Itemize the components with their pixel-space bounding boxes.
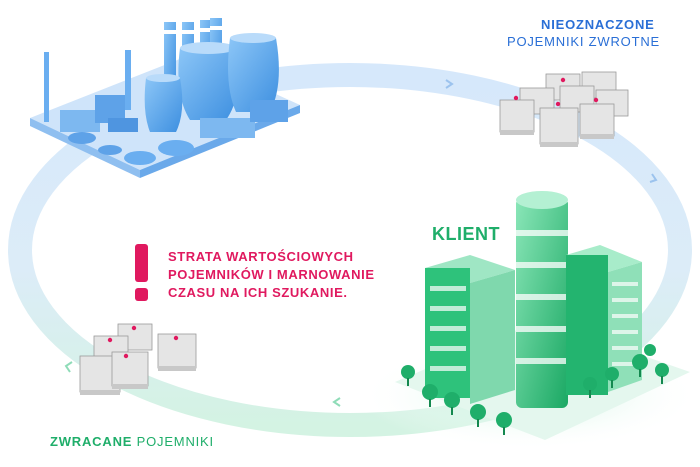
unmarked-label-rest: POJEMNIKI ZWROTNE: [507, 34, 660, 49]
arrow-chevron: [64, 361, 73, 373]
cycle-ring: [8, 63, 692, 437]
arrow-chevron: [649, 173, 658, 183]
arrow-chevron: [445, 79, 454, 89]
cycle-arrows: [64, 79, 658, 407]
warning-line: STRATA WARTOŚCIOWYCH: [168, 249, 354, 264]
city-buildings-illustration: [360, 191, 700, 450]
ibc-container-stack: [79, 323, 197, 395]
warning-line: CZASU NA ICH SZUKANIE.: [168, 285, 348, 300]
client-label: KLIENT: [432, 224, 500, 244]
returned-containers-label: ZWRACANE POJEMNIKI: [50, 434, 214, 449]
returned-label-rest: POJEMNIKI: [136, 434, 214, 449]
warning-line: POJEMNIKÓW I MARNOWANIE: [168, 267, 375, 282]
returned-label-bold: ZWRACANE: [50, 434, 133, 449]
factory-illustration: [30, 18, 300, 178]
arrow-chevron: [332, 397, 341, 407]
warning-text: STRATA WARTOŚCIOWYCH POJEMNIKÓW I MARNOW…: [168, 248, 428, 302]
warning-exclamation-icon: [132, 244, 152, 306]
ibc-container-stack: [499, 71, 629, 147]
unmarked-containers-label: NIEOZNACZONE POJEMNIKI ZWROTNE: [507, 16, 660, 50]
unmarked-label-bold: NIEOZNACZONE: [541, 17, 655, 32]
